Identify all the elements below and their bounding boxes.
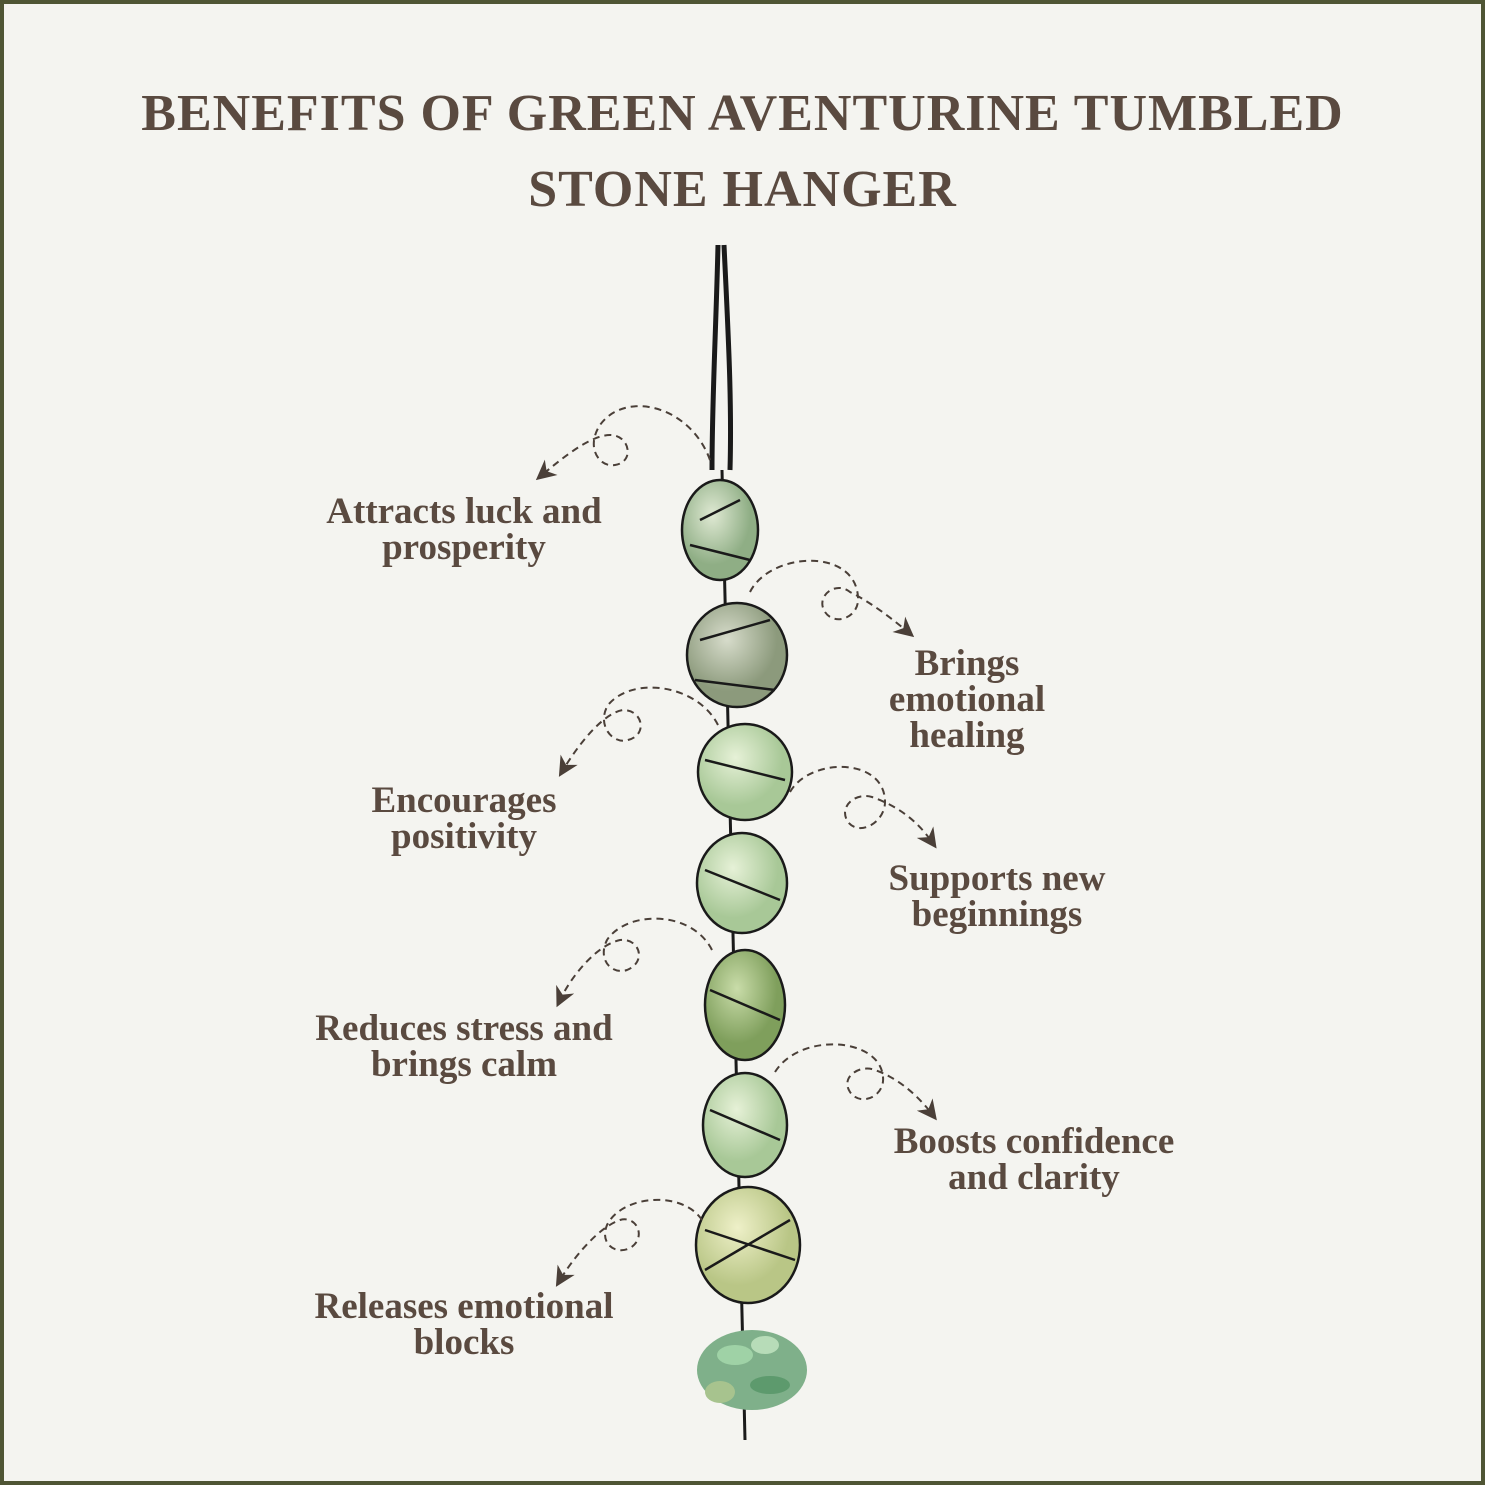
- benefit-text: brings calm: [370, 1044, 558, 1085]
- benefit-positivity: Encourages positivity: [264, 780, 664, 857]
- benefit-text: blocks: [413, 1322, 515, 1363]
- benefit-blocks: Releases emotional blocks: [264, 1286, 664, 1363]
- page-title: BENEFITS OF GREEN AVENTURINE TUMBLED STO…: [0, 76, 1485, 228]
- benefit-text: beginnings: [911, 894, 1083, 935]
- arrow-beginnings: [789, 765, 937, 849]
- arrow-clarity: [774, 1043, 937, 1121]
- chip-cluster: [697, 1330, 807, 1410]
- stones: [680, 478, 802, 1305]
- arrow-positivity: [558, 686, 719, 777]
- arrow-blocks: [555, 1199, 703, 1287]
- benefit-text: Boosts confidence: [893, 1121, 1175, 1162]
- benefit-clarity: Boosts confidence and clarity: [834, 1121, 1234, 1198]
- benefit-healing: Brings emotional healing: [767, 643, 1167, 756]
- title-line-1: BENEFITS OF GREEN AVENTURINE TUMBLED: [141, 85, 1344, 142]
- benefit-text: healing: [909, 715, 1025, 756]
- benefit-text: positivity: [391, 816, 537, 857]
- stone-3: [696, 722, 794, 822]
- benefit-beginnings: Supports new beginnings: [797, 858, 1197, 935]
- benefit-text: emotional: [888, 679, 1046, 720]
- benefit-text: Attracts luck and: [326, 491, 602, 532]
- benefit-text: Reduces stress and: [315, 1008, 613, 1049]
- benefit-text: Supports new: [888, 858, 1106, 899]
- title-line-2: STONE HANGER: [528, 161, 957, 218]
- benefit-text: prosperity: [382, 527, 546, 568]
- benefit-text: Releases emotional: [314, 1286, 614, 1327]
- benefit-text: Brings: [914, 643, 1020, 684]
- benefit-calm: Reduces stress and brings calm: [264, 1008, 664, 1085]
- arrow-calm: [556, 917, 713, 1008]
- stone-1: [680, 478, 760, 582]
- benefit-luck: Attracts luck and prosperity: [264, 491, 664, 568]
- arrow-luck: [535, 405, 711, 481]
- stone-4: [695, 831, 789, 935]
- benefit-text: and clarity: [948, 1157, 1120, 1198]
- arrows: [535, 405, 937, 1287]
- benefit-text: Encourages: [371, 780, 557, 821]
